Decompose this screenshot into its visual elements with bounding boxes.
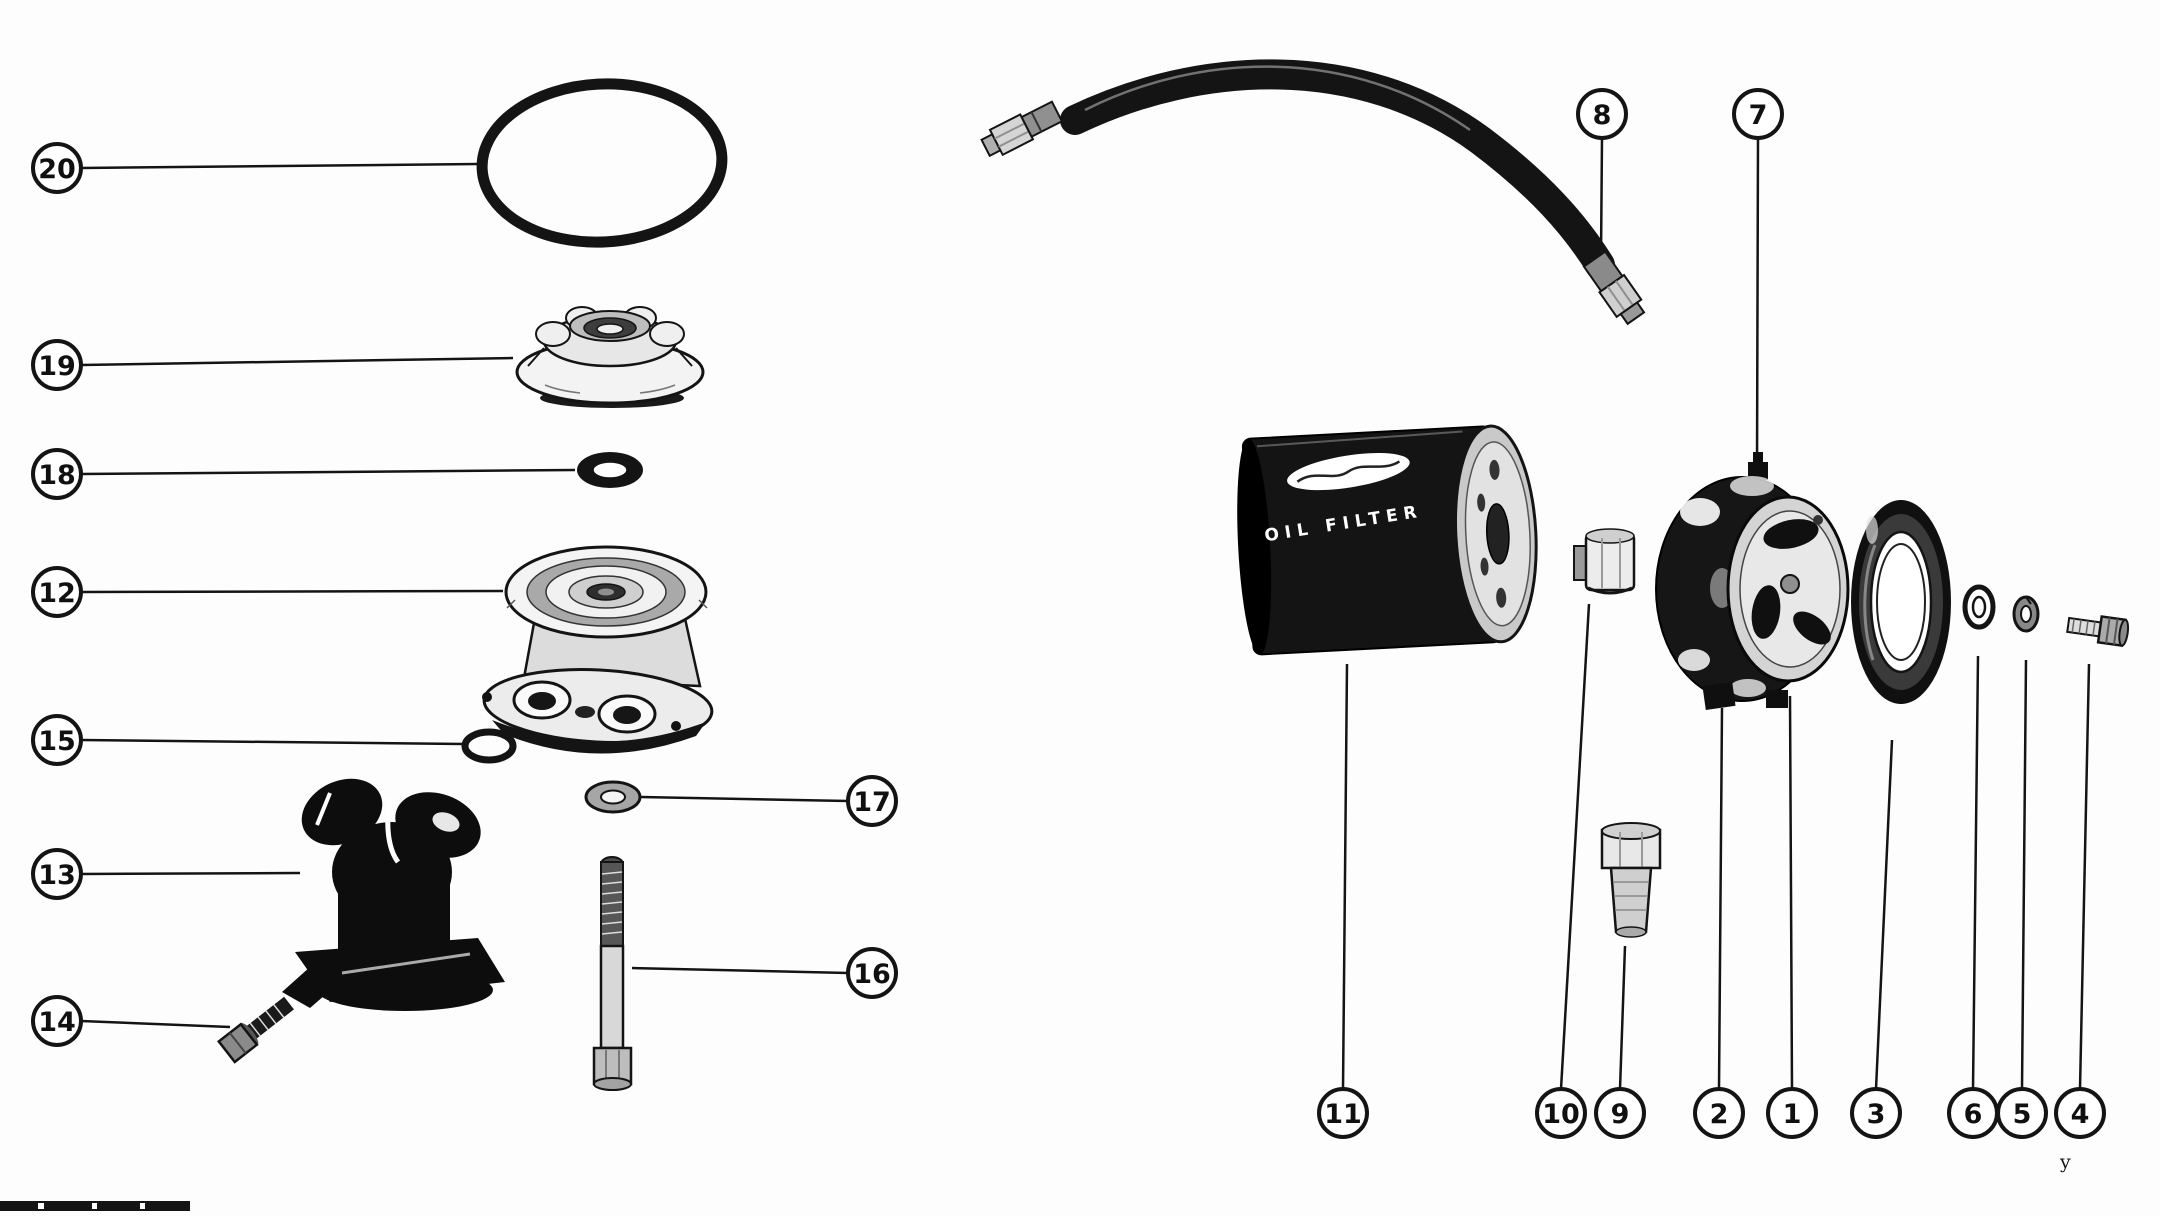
callout-1: 1 xyxy=(1766,1087,1818,1139)
o-ring-15 xyxy=(461,728,517,764)
nipple-fitting-9 xyxy=(1600,822,1662,938)
callout-19: 19 xyxy=(31,339,83,391)
callout-19-number: 19 xyxy=(38,351,76,382)
callout-1-number: 1 xyxy=(1783,1099,1802,1130)
oil-hose-8 xyxy=(980,59,1646,326)
callout-16: 16 xyxy=(846,947,898,999)
mercury-logo-oval xyxy=(1287,453,1410,491)
o-ring-20 xyxy=(476,78,728,248)
callout-5: 5 xyxy=(1996,1087,2048,1139)
plug-fitting-10 xyxy=(1573,528,1636,595)
callouts: 20 19 18 12 15 13 14 17 16 8 7 xyxy=(31,88,2106,1139)
stray-mark: y xyxy=(2059,1151,2071,1173)
callout-7-number: 7 xyxy=(1749,100,1768,131)
callout-6: 6 xyxy=(1947,1087,1999,1139)
washer-17 xyxy=(584,780,642,814)
callout-3: 3 xyxy=(1850,1087,1902,1139)
callout-9-number: 9 xyxy=(1611,1099,1630,1130)
callout-4-number: 4 xyxy=(2071,1099,2090,1130)
callout-13-number: 13 xyxy=(38,860,76,891)
callout-7: 7 xyxy=(1732,88,1784,140)
leader-lines xyxy=(80,137,2091,1090)
callout-15: 15 xyxy=(31,714,83,766)
print-artifact xyxy=(0,1201,190,1211)
callout-6-number: 6 xyxy=(1964,1099,1983,1130)
callout-8: 8 xyxy=(1576,88,1628,140)
callout-9: 9 xyxy=(1594,1087,1646,1139)
callout-11-number: 11 xyxy=(1324,1099,1362,1130)
callout-11: 11 xyxy=(1317,1087,1369,1139)
callout-17-number: 17 xyxy=(853,787,891,818)
adapter-housing-12 xyxy=(482,545,714,754)
lock-washer-5 xyxy=(2012,595,2040,633)
long-bolt-16 xyxy=(592,856,633,1091)
callout-10-number: 10 xyxy=(1542,1099,1580,1130)
bolt-14 xyxy=(217,996,294,1064)
callout-3-number: 3 xyxy=(1867,1099,1886,1130)
oil-filter-11: OIL FILTER xyxy=(1237,424,1538,656)
callout-14: 14 xyxy=(31,995,83,1047)
callout-15-number: 15 xyxy=(38,726,76,757)
callout-14-number: 14 xyxy=(38,1007,76,1038)
retainer-ring-3 xyxy=(1851,500,1951,704)
callout-17: 17 xyxy=(846,775,898,827)
washer-6 xyxy=(1962,584,1996,630)
callout-5-number: 5 xyxy=(2013,1099,2032,1130)
callout-4: 4 xyxy=(2054,1087,2106,1139)
callout-12: 12 xyxy=(31,566,83,618)
callout-20: 20 xyxy=(31,142,83,194)
callout-2-number: 2 xyxy=(1710,1099,1729,1130)
callout-16-number: 16 xyxy=(853,959,891,990)
callout-10: 10 xyxy=(1535,1087,1587,1139)
callout-13: 13 xyxy=(31,848,83,900)
mounting-bracket-13 xyxy=(282,778,505,1011)
callout-12-number: 12 xyxy=(38,578,76,609)
callout-18-number: 18 xyxy=(38,460,76,491)
filter-cover-19 xyxy=(515,306,705,408)
filter-adapter-assembly-1-2-7 xyxy=(1655,452,1850,710)
callout-8-number: 8 xyxy=(1593,100,1612,131)
seal-ring-18 xyxy=(577,452,643,488)
hex-bolt-4 xyxy=(2066,615,2130,648)
callout-2: 2 xyxy=(1693,1087,1745,1139)
callout-18: 18 xyxy=(31,448,83,500)
callout-20-number: 20 xyxy=(38,154,76,185)
